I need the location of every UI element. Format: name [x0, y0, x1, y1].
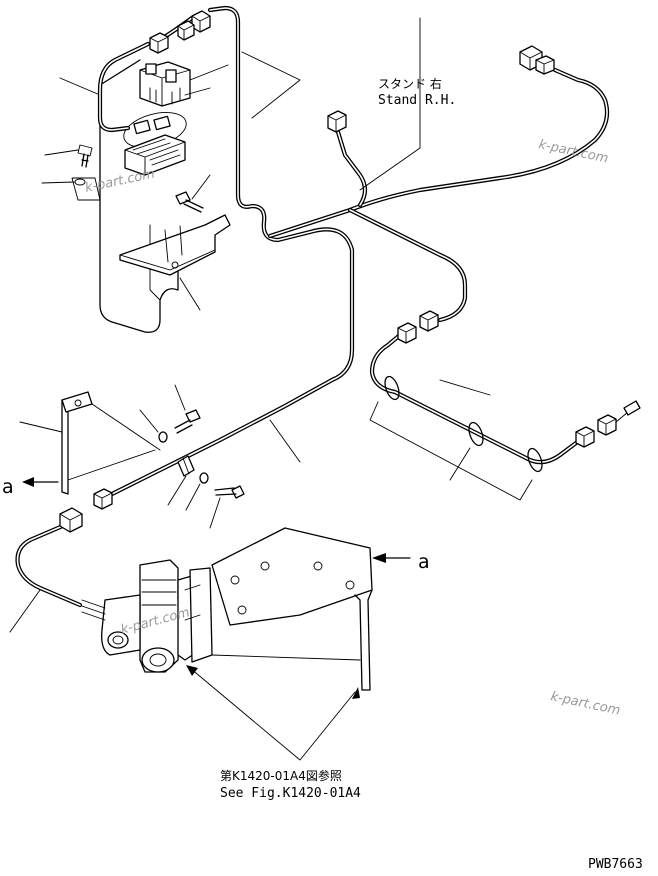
washer-icon: [199, 472, 209, 484]
stand-label-jp: スタンド 右: [378, 76, 442, 91]
arrow-icon: [22, 477, 59, 487]
see-fig-label-en: See Fig.K1420-01A4: [220, 786, 361, 801]
leader-line: [449, 447, 471, 481]
relay-unit: [139, 61, 229, 107]
view-a-label-right: a: [418, 551, 430, 573]
leader-line: [359, 17, 421, 191]
bolt-icon: [77, 144, 93, 168]
leader-line: [59, 77, 101, 96]
connector-icon: [575, 426, 595, 448]
watermark: k-part.com: [537, 137, 609, 166]
connector-icon: [177, 20, 195, 41]
solenoid-valve: [81, 559, 213, 673]
leader-line: [269, 419, 301, 463]
leader-line: [241, 51, 301, 119]
leader-line: [9, 589, 41, 633]
bolt-icon: [214, 485, 245, 499]
watermark: k-part.com: [549, 689, 621, 718]
connector-icon: [535, 55, 555, 75]
connector-icon: [597, 400, 641, 436]
clip-bracket: [61, 391, 161, 495]
connector-icon: [191, 10, 211, 33]
clamp-icon: [177, 455, 195, 477]
leader-line: [167, 475, 187, 506]
view-a-label-left: a: [2, 476, 14, 498]
connector-icon: [93, 488, 113, 510]
wire-harness: [15, 5, 610, 608]
see-fig-label-jp: 第K1420-01A4図参照: [220, 768, 342, 783]
junction-block: [123, 112, 187, 176]
leader-line: [439, 379, 491, 396]
stand-label-en: Stand R.H.: [378, 93, 456, 108]
mounting-plate: [211, 527, 373, 691]
leader-line: [174, 384, 186, 411]
leader-line: [185, 483, 201, 511]
drawing-code: PWB7663: [588, 857, 643, 872]
watermark: k-part.com: [84, 167, 156, 196]
mounting-bracket: [119, 214, 231, 311]
connector-icon: [397, 322, 417, 344]
arrow-icon: [372, 553, 411, 563]
washer-icon: [71, 177, 101, 201]
leader-line: [369, 401, 533, 501]
washer-icon: [158, 431, 168, 443]
connector-icon: [419, 310, 439, 332]
leader-line: [139, 409, 159, 433]
connector-icon: [149, 32, 169, 54]
leader-line: [209, 497, 221, 529]
bolt-icon: [175, 174, 211, 213]
leader-line: [44, 149, 79, 156]
connector-icon: [327, 110, 347, 133]
leader-line: [41, 181, 75, 184]
bolt-icon: [174, 409, 201, 434]
connector-icon: [59, 507, 83, 533]
leader-line: [67, 449, 156, 481]
grommet: [384, 375, 543, 473]
leader-line: [19, 421, 63, 433]
reference-leaders: [186, 665, 360, 761]
